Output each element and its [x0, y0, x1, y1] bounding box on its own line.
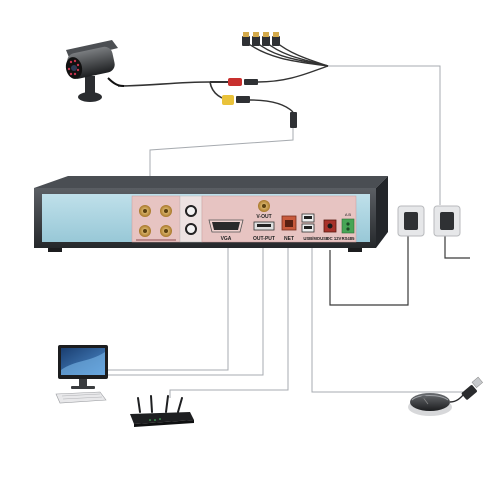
rs485-pins-label: A B: [345, 212, 352, 217]
bnc-video-inputs: [136, 205, 176, 241]
net-line: [169, 248, 289, 398]
vga-port[interactable]: [208, 219, 244, 233]
adapter-cable-2: [444, 236, 470, 259]
dvr-side: [376, 176, 388, 248]
router-icon: [130, 395, 194, 427]
power-split-line: [328, 65, 441, 205]
power-adapter: [397, 205, 461, 237]
dc-12v-label: DC 12V: [327, 236, 342, 241]
out-put-label: OUT-PUT: [253, 236, 275, 242]
usb-mouse-label: USB/MOUSE: [303, 236, 329, 241]
dc-power-cable: [329, 236, 409, 306]
router: [130, 395, 194, 427]
video-input-block: [131, 195, 181, 243]
usb-mouse: [408, 376, 483, 416]
audio-in-jack[interactable]: [185, 223, 197, 235]
connection-lines: [108, 65, 470, 398]
bullet-camera-icon: [65, 40, 125, 102]
bnc-cable-icon: [209, 32, 329, 128]
video-power-splitter: [209, 32, 329, 128]
vga-line: [108, 248, 229, 371]
rs485-label: RS485: [342, 236, 355, 241]
usb-line: [311, 248, 466, 393]
hdmi-line: [108, 248, 264, 376]
vga-label: VGA: [221, 236, 232, 242]
rs485-terminal[interactable]: [341, 218, 355, 234]
audio-block: [179, 195, 203, 243]
usb-ports: [301, 213, 315, 233]
power-adapter-icon: [397, 205, 461, 237]
dvr-top-cover: [34, 176, 388, 188]
connector-plate: [201, 195, 357, 243]
dvr-recorder: VGA V-OUT OUT-PUT NET USB/MOUSE DC 12V A…: [34, 176, 388, 252]
monitor-icon: [55, 345, 108, 404]
v-out-label: V-OUT: [256, 214, 271, 220]
camera-cable: [117, 81, 211, 87]
cctv-camera: [65, 40, 125, 102]
computer-monitor: [55, 345, 108, 404]
mouse-icon: [408, 376, 483, 416]
audio-out-jack[interactable]: [185, 205, 197, 217]
net-label: NET: [284, 236, 294, 242]
